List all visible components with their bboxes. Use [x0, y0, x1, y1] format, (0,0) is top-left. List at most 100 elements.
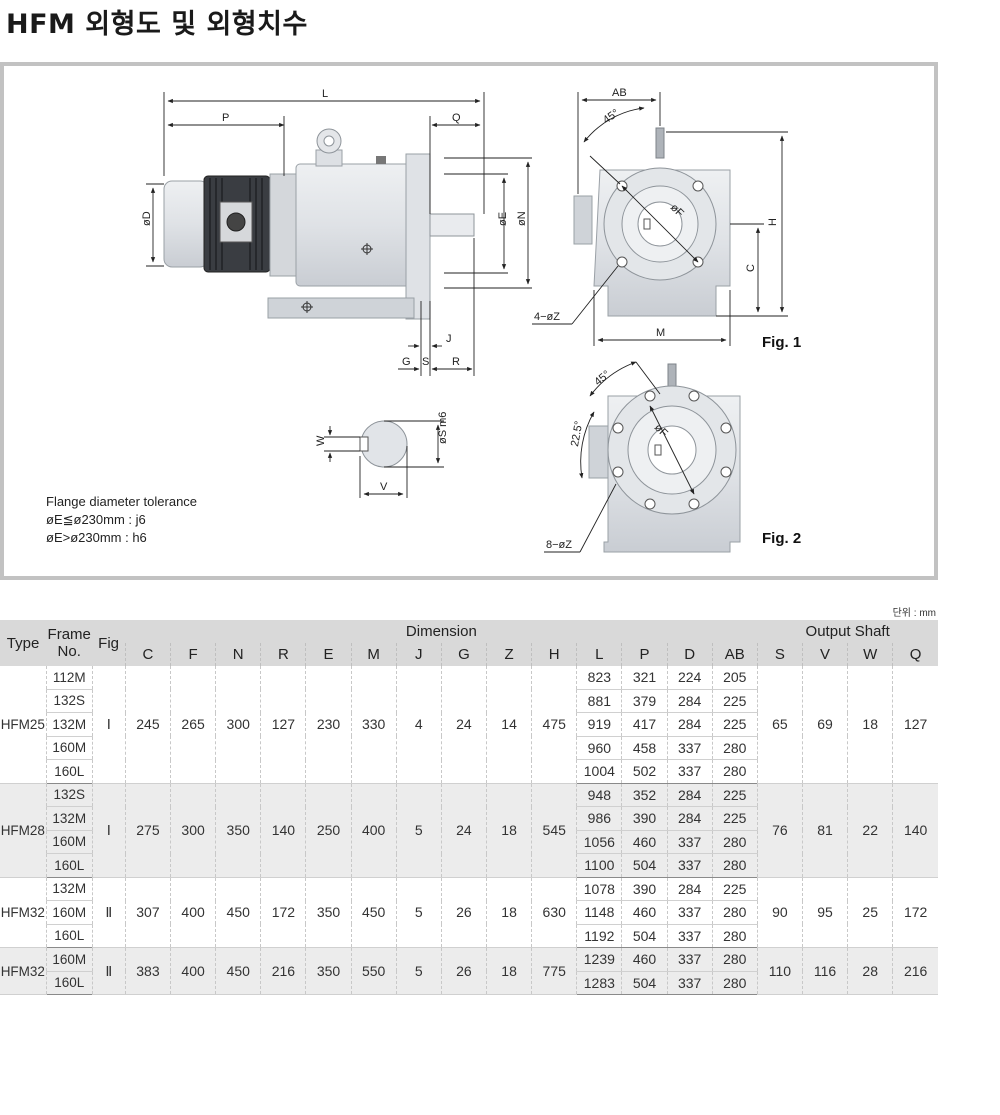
cell-v-shaft: 69: [801, 666, 848, 784]
dim-label-C: C: [745, 264, 757, 272]
header-col-s: S: [756, 643, 803, 666]
cell-ab: 280: [711, 947, 758, 972]
cell-n: 450: [215, 877, 261, 948]
cell-l: 1100: [576, 853, 622, 878]
cell-z: 18: [485, 783, 532, 878]
cell-p: 379: [621, 689, 668, 713]
fig1-dimensions: [532, 92, 788, 346]
cell-frame: 112M: [45, 666, 93, 690]
cell-j: 5: [395, 783, 442, 878]
cell-r: 216: [260, 947, 306, 995]
dimension-drawing-panel: L P Q øD øE øN J G S R: [0, 62, 938, 580]
cell-j: 5: [395, 877, 442, 948]
cell-f: 400: [170, 877, 216, 948]
tolerance-line-2: øE>ø230mm : h6: [46, 530, 147, 545]
header-output-shaft: Output Shaft: [757, 620, 938, 643]
figure-1-label: Fig. 1: [762, 334, 802, 351]
header-col-f: F: [170, 643, 216, 666]
cell-q-shaft: 140: [892, 783, 938, 878]
cell-e: 230: [305, 666, 352, 784]
cell-l: 823: [576, 666, 622, 690]
cell-d: 337: [666, 900, 713, 925]
dim-label-P: P: [222, 112, 229, 124]
cell-q-shaft: 127: [892, 666, 938, 784]
cell-ab: 205: [711, 666, 758, 690]
cell-d: 284: [666, 712, 713, 737]
cell-q-shaft: 172: [892, 877, 938, 948]
cell-j: 4: [395, 666, 442, 784]
cell-l: 919: [576, 712, 622, 737]
cell-p: 460: [621, 947, 668, 972]
cell-n: 350: [215, 783, 261, 878]
cell-ab: 280: [711, 924, 758, 948]
cell-l: 960: [576, 736, 622, 760]
cell-d: 337: [666, 759, 713, 784]
dim-label-E: øE: [497, 212, 509, 226]
header-col-h: H: [531, 643, 577, 666]
cell-s-shaft: 76: [756, 783, 803, 878]
dim-label-G: G: [402, 356, 411, 368]
cell-d: 337: [666, 830, 713, 854]
header-col-z: Z: [485, 643, 532, 666]
cell-l: 1192: [576, 924, 622, 948]
cell-z: 14: [485, 666, 532, 784]
cell-d: 224: [666, 666, 713, 690]
cell-ab: 280: [711, 736, 758, 760]
cell-p: 321: [621, 666, 668, 690]
cell-m: 550: [350, 947, 397, 995]
cell-d: 284: [666, 783, 713, 807]
cell-n: 450: [215, 947, 261, 995]
header-frame-line1: Frame: [47, 626, 91, 643]
cell-l: 948: [576, 783, 622, 807]
cell-frame: 160M: [45, 947, 93, 972]
cell-l: 986: [576, 806, 622, 831]
cell-v-shaft: 95: [801, 877, 848, 948]
dim-label-S: S: [422, 356, 429, 368]
cell-w-shaft: 22: [847, 783, 893, 878]
cell-ab: 225: [711, 689, 758, 713]
cell-g: 24: [440, 783, 487, 878]
cell-d: 284: [666, 689, 713, 713]
header-type: Type: [0, 620, 47, 666]
cell-s-shaft: 65: [756, 666, 803, 784]
header-col-g: G: [440, 643, 487, 666]
cell-p: 460: [621, 830, 668, 854]
cell-frame: 160L: [45, 759, 93, 784]
dim-label-Q: Q: [452, 112, 461, 124]
header-col-c: C: [124, 643, 171, 666]
cell-m: 450: [350, 877, 397, 948]
cell-frame: 132M: [45, 712, 93, 737]
unit-note: 단위 : mm: [892, 608, 936, 619]
cell-e: 350: [305, 947, 352, 995]
cell-w-shaft: 28: [847, 947, 893, 995]
cell-d: 337: [666, 736, 713, 760]
cell-e: 250: [305, 783, 352, 878]
figure-2-label: Fig. 2: [762, 530, 802, 547]
tolerance-title: Flange diameter tolerance: [46, 494, 198, 509]
header-col-m: M: [350, 643, 397, 666]
cell-v-shaft: 116: [801, 947, 848, 995]
cell-frame: 132S: [45, 783, 93, 807]
fig2-dimensions: [544, 361, 661, 553]
cell-l: 1283: [576, 971, 622, 995]
cell-frame: 160M: [45, 900, 93, 925]
cell-m: 400: [350, 783, 397, 878]
cell-z: 18: [485, 947, 532, 995]
cell-d: 337: [666, 971, 713, 995]
dim-label-N: øN: [516, 211, 528, 226]
cell-fig: Ⅰ: [91, 666, 126, 784]
header-col-w: W: [847, 643, 893, 666]
cell-g: 26: [440, 947, 487, 995]
cell-p: 460: [621, 900, 668, 925]
